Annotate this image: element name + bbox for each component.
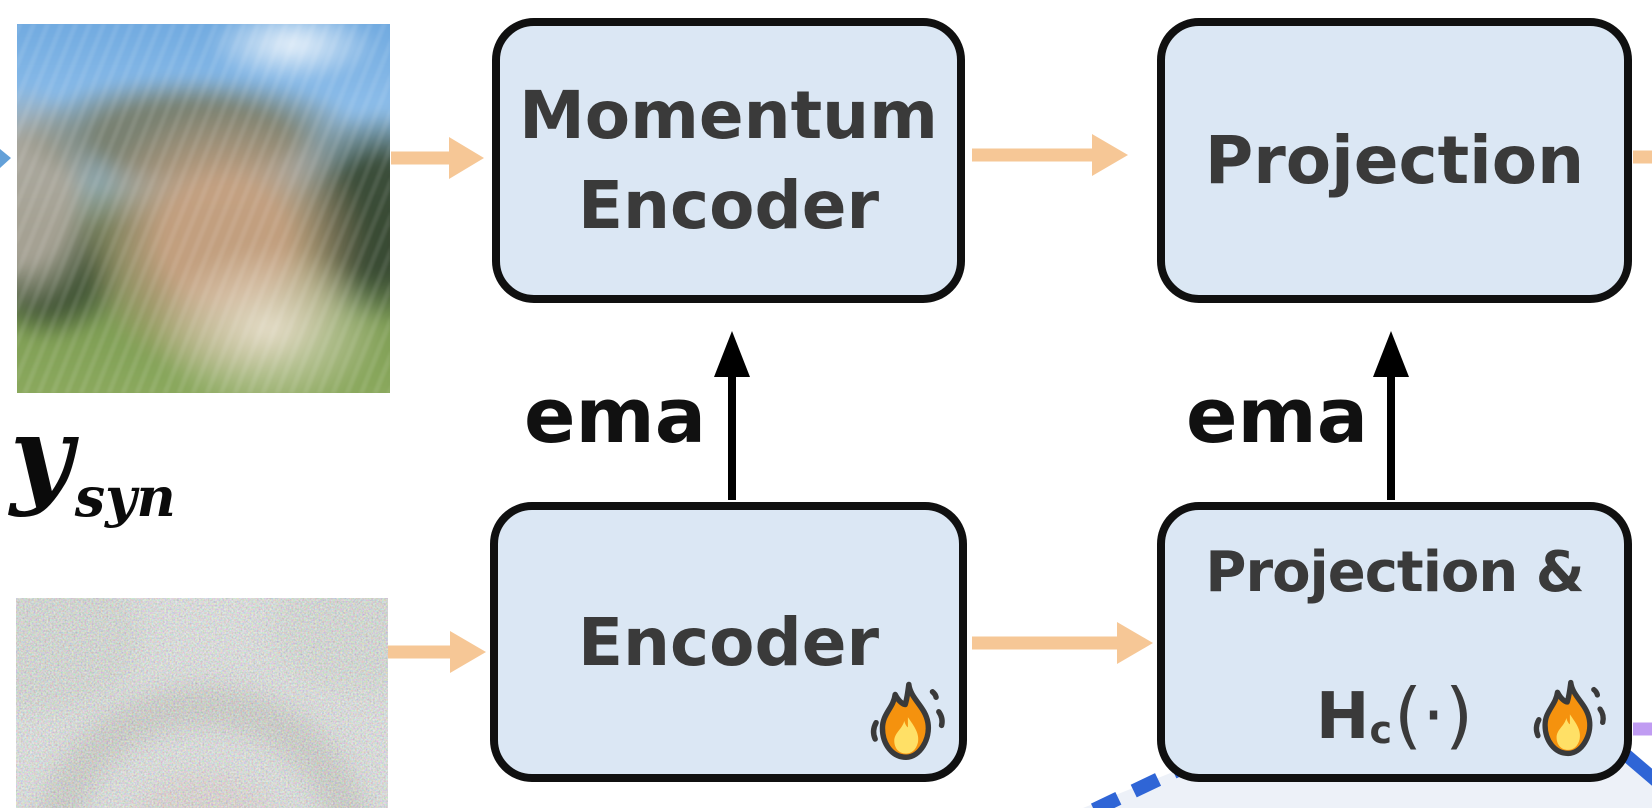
- arrowhead: [450, 631, 486, 673]
- momentum-encoder-label-line2: Encoder: [577, 166, 880, 244]
- arrowhead: [714, 331, 750, 377]
- momentum-encoder-label-line1: Momentum: [519, 77, 938, 155]
- solid-blue-line: [1621, 750, 1652, 786]
- y-subscript: syn: [74, 464, 176, 529]
- arrowhead: [1117, 622, 1153, 664]
- blurry-input-image: [17, 24, 390, 393]
- ema-label-left: ema: [523, 370, 706, 460]
- arrowhead: [1092, 134, 1128, 176]
- projection-box: Projection: [1157, 18, 1632, 303]
- flame-icon: [870, 681, 945, 760]
- hc-function-subscript: c: [1369, 707, 1392, 752]
- ema-arrows: [714, 331, 1409, 500]
- projection-label: Projection: [1204, 122, 1585, 199]
- orange-arrows: [388, 134, 1652, 673]
- encoder-box: Encoder: [490, 502, 967, 782]
- arrowhead: [1373, 331, 1409, 377]
- encoder-label: Encoder: [577, 603, 880, 681]
- incoming-blue-arrow-tip: [0, 149, 11, 168]
- y-symbol: y: [10, 393, 73, 519]
- momentum-encoder-box: Momentum Encoder: [492, 18, 965, 303]
- hc-function-args: (·): [1394, 673, 1474, 757]
- ema-label-right: ema: [1185, 370, 1368, 460]
- noisy-photo-paint: [16, 598, 388, 808]
- arrowhead: [449, 137, 484, 179]
- projection-hc-label-line1: Projection &: [1205, 540, 1584, 605]
- dashed-blue-line: [1090, 760, 1188, 808]
- y-syn-label: ysyn: [10, 402, 176, 529]
- motion-blur-streaks: [17, 24, 390, 393]
- noisy-input-image: [16, 598, 388, 808]
- flame-icon: [1533, 679, 1606, 757]
- blurry-photo-paint: [17, 24, 390, 393]
- hc-function-name: H: [1315, 680, 1370, 754]
